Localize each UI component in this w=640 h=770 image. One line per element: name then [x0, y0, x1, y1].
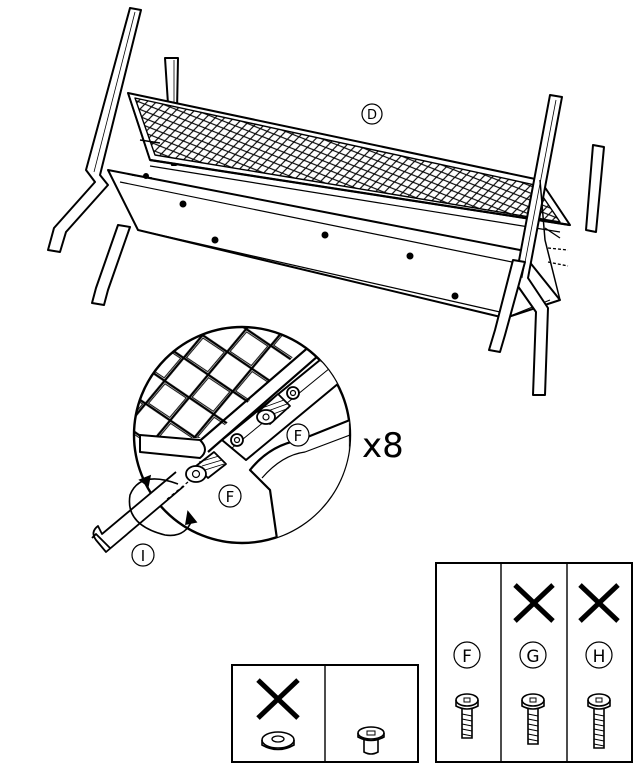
excluded-x-icon: [578, 583, 620, 623]
barrel-nut-icon: [357, 726, 385, 755]
svg-text:G: G: [526, 647, 539, 667]
svg-text:F: F: [226, 488, 235, 506]
part-label-f-upper: F: [286, 423, 310, 447]
parts-box-left: [231, 664, 419, 763]
bench-overview: [47, 7, 605, 396]
svg-text:D: D: [367, 108, 377, 123]
zoom-detail: F F: [132, 325, 352, 545]
bolt-icon: [521, 693, 545, 745]
part-cell-f: F: [453, 641, 481, 739]
screw-lower: [185, 451, 227, 483]
excluded-x-icon: [256, 678, 300, 720]
svg-text:F: F: [462, 647, 472, 667]
svg-text:I: I: [141, 547, 145, 565]
rotation-arrow-icon: [128, 474, 198, 537]
part-cell-h: H: [585, 641, 613, 749]
part-label-i: I: [131, 543, 155, 567]
excluded-x-icon: [513, 583, 555, 623]
quantity-label: x8: [362, 426, 404, 466]
part-cell-g: G: [519, 641, 547, 745]
bolt-icon: [455, 693, 479, 739]
allen-key-icon: [91, 471, 189, 553]
screw-upper: [256, 393, 291, 425]
svg-text:F: F: [294, 427, 303, 445]
part-label-f-lower: F: [218, 484, 242, 508]
washer-icon: [261, 731, 295, 751]
svg-text:H: H: [593, 647, 606, 667]
bolt-icon: [587, 693, 611, 749]
parts-box-right: F G H: [435, 562, 633, 763]
part-label-d: D: [361, 103, 383, 125]
